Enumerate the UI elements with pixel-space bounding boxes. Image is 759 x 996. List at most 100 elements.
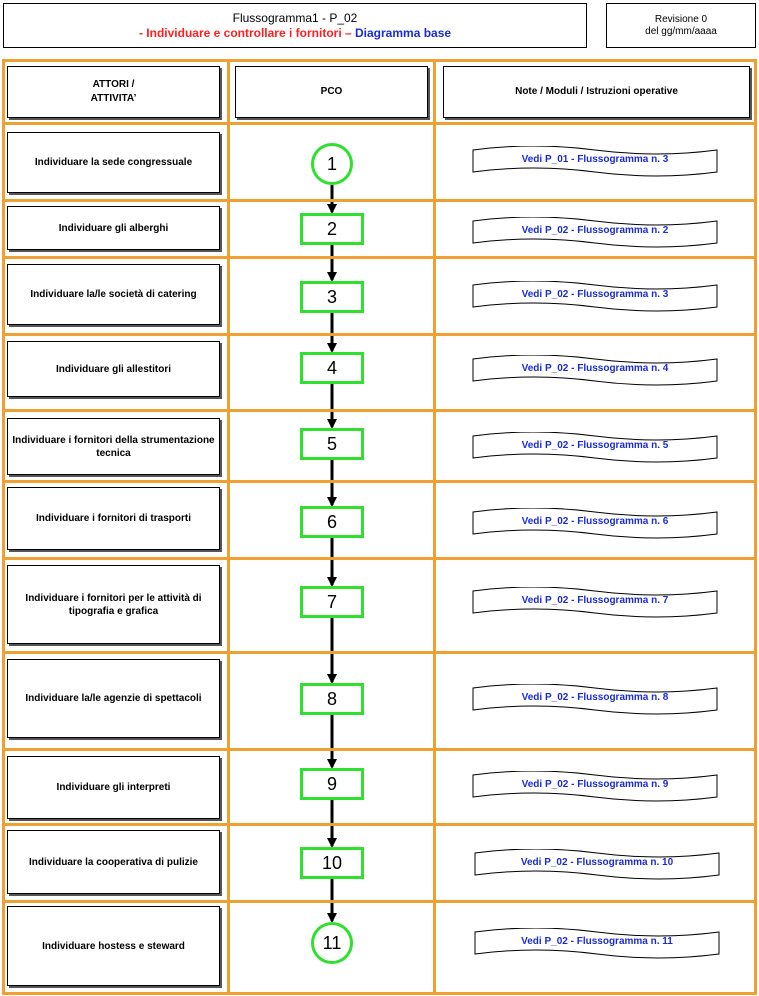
document-shape bbox=[472, 146, 718, 177]
document-shape bbox=[472, 508, 718, 539]
node-number: 3 bbox=[326, 286, 337, 307]
row-divider bbox=[2, 900, 757, 903]
activity-box: Individuare gli alberghi bbox=[7, 206, 220, 250]
note-reference: Vedi P_02 - Flussogramma n. 5 bbox=[521, 439, 669, 451]
document-shape bbox=[472, 771, 718, 802]
activity-box: Individuare gli allestitori bbox=[7, 341, 220, 397]
note-document: Vedi P_02 - Flussogramma n. 4 bbox=[472, 355, 718, 386]
activity-box: Individuare hostess e steward bbox=[7, 906, 220, 986]
note-reference: Vedi P_02 - Flussogramma n. 2 bbox=[521, 224, 669, 236]
process-node: 8 bbox=[300, 683, 364, 715]
document-shape bbox=[474, 928, 720, 959]
node-number: 7 bbox=[326, 591, 337, 612]
diagram-title: Flussogramma1 - P_02 bbox=[232, 11, 358, 25]
column-divider bbox=[433, 59, 436, 995]
note-reference: Vedi P_02 - Flussogramma n. 11 bbox=[521, 935, 673, 947]
document-shape bbox=[472, 684, 718, 715]
node-number: 2 bbox=[326, 218, 337, 239]
note-reference: Vedi P_02 - Flussogramma n. 9 bbox=[521, 778, 669, 790]
activity-box: Individuare gli interpreti bbox=[7, 756, 220, 819]
document-shape bbox=[472, 355, 718, 386]
diagram-subtitle: - Individuare e controllare i fornitori … bbox=[4, 26, 586, 40]
note-document: Vedi P_02 - Flussogramma n. 8 bbox=[472, 684, 718, 715]
activity-label: Individuare i fornitori di trasporti bbox=[35, 513, 191, 524]
activity-label: Individuare la cooperativa di pulizie bbox=[29, 856, 198, 868]
node-number: 4 bbox=[326, 357, 337, 378]
activity-label: Individuare la sede congressuale bbox=[34, 157, 193, 168]
column-header-notes: Note / Moduli / Istruzioni operative bbox=[443, 66, 750, 118]
subtitle-process: - Individuare e controllare i fornitori … bbox=[138, 26, 352, 40]
document-shape bbox=[472, 281, 718, 312]
note-reference: Vedi P_02 - Flussogramma n. 4 bbox=[521, 362, 669, 374]
process-node: 7 bbox=[300, 586, 364, 618]
row-divider bbox=[2, 333, 757, 336]
node-number: 6 bbox=[326, 511, 337, 532]
process-node: 10 bbox=[300, 847, 364, 879]
activity-label: Individuare i fornitori per le attività … bbox=[25, 592, 202, 617]
flowchart-frame bbox=[2, 59, 757, 995]
row-divider bbox=[2, 480, 757, 483]
row-divider bbox=[2, 199, 757, 202]
activity-label: Individuare la/le agenzie di spettacoli bbox=[25, 693, 202, 704]
revision-box: Revisione 0 del gg/mm/aaaa bbox=[606, 3, 756, 48]
activity-box: Individuare la/le agenzie di spettacoli bbox=[7, 659, 220, 738]
revision-number: Revisione 0 bbox=[654, 14, 708, 25]
document-shape bbox=[472, 432, 718, 463]
note-reference: Vedi P_02 - Flussogramma n. 7 bbox=[521, 594, 669, 606]
node-number: 11 bbox=[322, 932, 342, 953]
activity-label: Individuare la/le società di catering bbox=[30, 289, 197, 300]
note-document: Vedi P_01 - Flussogramma n. 3 bbox=[472, 146, 718, 177]
revision-date: del gg/mm/aaaa bbox=[645, 26, 717, 37]
terminal-node: 11 bbox=[311, 922, 353, 964]
activity-label: Individuare gli interpreti bbox=[56, 782, 171, 793]
title-box: Flussogramma1 - P_02 - Individuare e con… bbox=[3, 3, 587, 48]
document-shape bbox=[472, 217, 718, 248]
column-divider bbox=[227, 59, 230, 995]
note-document: Vedi P_02 - Flussogramma n. 3 bbox=[472, 281, 718, 312]
note-reference: Vedi P_02 - Flussogramma n. 6 bbox=[521, 515, 669, 527]
activity-label: Individuare gli alberghi bbox=[58, 222, 169, 234]
activity-box: Individuare la cooperativa di pulizie bbox=[7, 830, 220, 894]
activity-box: Individuare i fornitori di trasporti bbox=[7, 487, 220, 550]
row-divider bbox=[2, 651, 757, 654]
activity-box: Individuare la sede congressuale bbox=[7, 132, 220, 193]
process-node: 4 bbox=[300, 352, 364, 384]
note-document: Vedi P_02 - Flussogramma n. 2 bbox=[472, 217, 718, 248]
note-reference: Vedi P_01 - Flussogramma n. 3 bbox=[521, 153, 669, 165]
activity-box: Individuare i fornitori della strumentaz… bbox=[7, 418, 220, 475]
node-number: 5 bbox=[326, 433, 337, 454]
row-divider bbox=[2, 823, 757, 826]
node-number: 1 bbox=[326, 153, 337, 174]
process-node: 5 bbox=[300, 428, 364, 460]
process-node: 2 bbox=[300, 213, 364, 245]
activity-label: Individuare hostess e steward bbox=[42, 940, 185, 952]
column-header-pco: PCO bbox=[235, 66, 428, 118]
row-divider bbox=[2, 256, 757, 259]
row-divider bbox=[2, 409, 757, 412]
header-divider bbox=[2, 122, 757, 125]
note-document: Vedi P_02 - Flussogramma n. 10 bbox=[474, 849, 720, 880]
node-number: 8 bbox=[326, 688, 337, 709]
note-reference: Vedi P_02 - Flussogramma n. 10 bbox=[520, 856, 674, 868]
row-divider bbox=[2, 557, 757, 560]
document-shape bbox=[474, 849, 720, 880]
note-document: Vedi P_02 - Flussogramma n. 9 bbox=[472, 771, 718, 802]
note-document: Vedi P_02 - Flussogramma n. 11 bbox=[474, 928, 720, 959]
process-node: 3 bbox=[300, 281, 364, 313]
activity-box: Individuare i fornitori per le attività … bbox=[7, 565, 220, 644]
subtitle-type: Diagramma base bbox=[355, 26, 452, 40]
process-node: 6 bbox=[300, 506, 364, 538]
note-reference: Vedi P_02 - Flussogramma n. 8 bbox=[521, 691, 669, 703]
terminal-node: 1 bbox=[311, 143, 353, 185]
note-reference: Vedi P_02 - Flussogramma n. 3 bbox=[521, 288, 669, 300]
node-number: 9 bbox=[326, 773, 337, 794]
node-number: 10 bbox=[321, 852, 343, 873]
note-document: Vedi P_02 - Flussogramma n. 5 bbox=[472, 432, 718, 463]
activity-label: Individuare i fornitori della strumentaz… bbox=[12, 434, 215, 459]
activity-box: Individuare la/le società di catering bbox=[7, 264, 220, 325]
document-shape bbox=[472, 587, 718, 618]
note-document: Vedi P_02 - Flussogramma n. 6 bbox=[472, 508, 718, 539]
column-header-actors: ATTORI / ATTIVITA’ bbox=[7, 66, 220, 118]
activity-label: Individuare gli allestitori bbox=[55, 363, 172, 375]
note-document: Vedi P_02 - Flussogramma n. 7 bbox=[472, 587, 718, 618]
